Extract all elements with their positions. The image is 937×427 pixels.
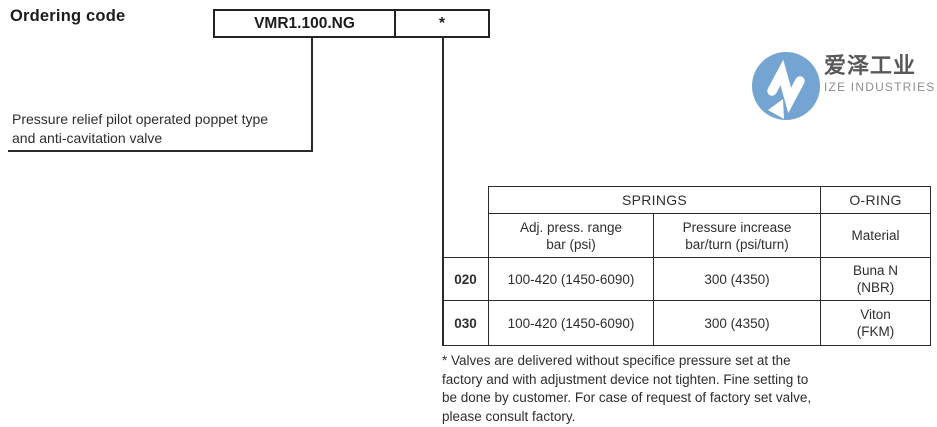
- adj-press-cell: 100-420 (1450-6090): [488, 257, 654, 301]
- footnote-line: please consult factory.: [442, 408, 576, 424]
- row-code-cell: 020: [442, 257, 489, 301]
- variant-code-box: *: [394, 11, 488, 36]
- asterisk-footnote: * Valves are delivered without specifice…: [442, 352, 937, 426]
- col-header-pressure-increase: Pressure increase bar/turn (psi/turn): [653, 213, 821, 258]
- ordering-code-boxes: VMR1.100.NG *: [213, 9, 490, 38]
- row-code-cell: 030: [442, 300, 489, 346]
- footnote-line: be done by customer. For case of request…: [442, 390, 812, 405]
- circle-swirl-icon: [752, 52, 820, 120]
- footnote-line: factory and with adjustment device not t…: [442, 371, 809, 387]
- ize-logo-icon: [752, 52, 820, 120]
- oring-group-header: O-RING: [820, 186, 931, 214]
- valve-description-line1: Pressure relief pilot operated poppet ty…: [12, 111, 269, 127]
- valve-description-line2: and anti-cavitation valve: [12, 130, 163, 146]
- table-row-030: 030 100-420 (1450-6090) 300 (4350) Viton…: [442, 300, 931, 346]
- connector-line-model-vertical: [311, 38, 313, 151]
- springs-group-header: SPRINGS: [488, 186, 821, 214]
- table-spacer-cell: [443, 214, 489, 258]
- model-code-box: VMR1.100.NG: [254, 14, 355, 32]
- spring-oring-table: SPRINGS O-RING Adj. press. range bar (ps…: [442, 186, 931, 346]
- material-cell: Viton (FKM): [820, 300, 931, 346]
- pressure-increase-cell: 300 (4350): [653, 257, 821, 301]
- connector-line-model-horizontal: [8, 150, 313, 152]
- table-group-header-row: SPRINGS O-RING: [443, 186, 931, 214]
- logo-company-name-en: IZE INDUSTRIES: [824, 80, 936, 94]
- page-title: Ordering code: [10, 7, 126, 25]
- material-cell: Buna N (NBR): [820, 257, 931, 301]
- adj-press-cell: 100-420 (1450-6090): [488, 300, 654, 346]
- connector-line-variant-vertical: [442, 38, 444, 346]
- footnote-line: * Valves are delivered without specifice…: [442, 353, 791, 368]
- col-header-material: Material: [820, 213, 931, 258]
- valve-description: Pressure relief pilot operated poppet ty…: [12, 110, 268, 148]
- col-header-adj-press-range: Adj. press. range bar (psi): [488, 213, 654, 258]
- table-spacer-cell: [443, 187, 489, 214]
- pressure-increase-cell: 300 (4350): [653, 300, 821, 346]
- table-row-020: 020 100-420 (1450-6090) 300 (4350) Buna …: [442, 257, 931, 301]
- logo-company-name-cn: 爱泽工业: [824, 53, 917, 78]
- table-column-header-row: Adj. press. range bar (psi) Pressure inc…: [443, 213, 931, 258]
